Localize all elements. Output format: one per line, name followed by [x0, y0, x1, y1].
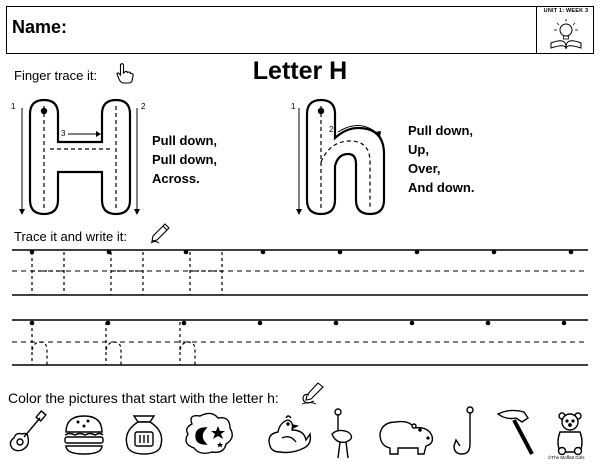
pointing-hand-icon [116, 63, 134, 84]
start-dot [183, 249, 189, 255]
name-label: Name: [12, 17, 68, 37]
start-dot [181, 320, 187, 326]
lowercase-writing-row [12, 319, 588, 366]
start-dot [414, 249, 420, 255]
hammer-icon[interactable] [496, 409, 534, 455]
unit-box: UNIT 1: WEEK 3 [536, 6, 594, 54]
start-dot [29, 320, 35, 326]
page-title: Letter H [252, 57, 348, 85]
uppercase-trace-letters [31, 252, 223, 295]
start-dot [485, 320, 491, 326]
trace-write-label: Trace it and write it: [14, 229, 127, 244]
start-dot [257, 320, 263, 326]
guitar-icon[interactable] [9, 410, 47, 452]
uppercase-h-outline [28, 98, 132, 216]
lowercase-trace-letters [31, 322, 196, 365]
start-dot [409, 320, 415, 326]
teddy-bear-icon[interactable] [557, 412, 583, 456]
start-dot [106, 249, 112, 255]
hamburger-icon[interactable] [64, 415, 104, 455]
start-dot [337, 249, 343, 255]
uppercase-stroke-number: 3 [61, 129, 66, 138]
uppercase-stroke-arrows [19, 108, 140, 215]
lightbulb-book-icon [550, 19, 582, 50]
writing-lines [12, 249, 588, 366]
moon-stars-pillow-icon[interactable] [185, 412, 233, 455]
lowercase-stroke-number: 1 [291, 102, 296, 111]
lowercase-start-dots [29, 320, 567, 326]
hippo-icon[interactable] [379, 420, 434, 455]
lowercase-h-trace [31, 322, 48, 365]
name-bar [6, 6, 594, 54]
unit-label: UNIT 1: WEEK 3 [543, 8, 589, 14]
start-dot [491, 249, 497, 255]
lowercase-step: Up, [408, 142, 429, 157]
uppercase-stroke-number: 2 [141, 102, 146, 111]
uppercase-step: Across. [152, 171, 200, 186]
start-dot [333, 320, 339, 326]
start-dot [29, 249, 35, 255]
color-pictures-label: Color the pictures that start with the l… [8, 390, 279, 406]
start-dot [568, 249, 574, 255]
crayon-hand-icon [301, 382, 324, 405]
uppercase-step: Pull down, [152, 152, 217, 167]
picture-row [9, 406, 583, 459]
uppercase-step: Pull down, [152, 133, 217, 148]
uppercase-stroke-number: 1 [11, 102, 16, 111]
finger-trace-label: Finger trace it: [14, 68, 98, 83]
uppercase-start-dots [29, 249, 574, 255]
uppercase-steps: Pull down, Pull down, Across. [152, 131, 217, 188]
lowercase-step: Over, [408, 161, 441, 176]
start-dot [105, 320, 111, 326]
start-dot [561, 320, 567, 326]
lowercase-h-outline [305, 98, 386, 216]
uppercase-writing-row [12, 249, 588, 296]
tracing-letters: 1 2 3 1 2 [11, 98, 386, 216]
pencil-icon [150, 223, 170, 244]
lowercase-stroke-number: 2 [329, 125, 334, 134]
lowercase-h-trace [105, 322, 122, 365]
uppercase-h-trace [110, 252, 144, 295]
hook-icon[interactable] [453, 406, 474, 455]
uppercase-h-trace [31, 252, 65, 295]
lowercase-h-trace [179, 322, 196, 365]
credit-text: ©The Moffatt Girls [548, 455, 585, 460]
ostrich-icon[interactable] [331, 408, 353, 459]
lowercase-steps: Pull down, Up, Over, And down. [408, 121, 474, 197]
start-dot [260, 249, 266, 255]
hen-icon[interactable] [268, 415, 312, 454]
lowercase-stroke-arrows [296, 108, 381, 215]
lowercase-step: And down. [408, 180, 475, 195]
uppercase-h-trace [189, 252, 223, 295]
money-bag-icon[interactable] [125, 415, 163, 455]
lowercase-step: Pull down, [408, 123, 473, 138]
